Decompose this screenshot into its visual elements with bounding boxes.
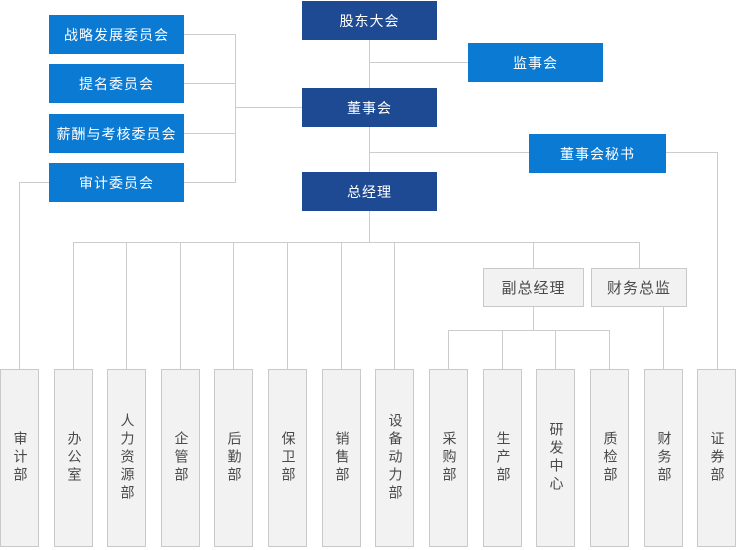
- connector-drop-quality: [609, 330, 610, 369]
- connector-drop-hr: [126, 242, 127, 369]
- connector-shareholders-to-board: [369, 40, 370, 88]
- connector-audit-committee-down: [19, 182, 20, 369]
- connector-drop-office: [73, 242, 74, 369]
- connector-committee-2: [184, 83, 235, 84]
- node-dept-office: 办公室: [54, 369, 93, 547]
- node-dept-enterprise-mgmt: 企管部: [161, 369, 200, 547]
- connector-drop-deputy-gm: [533, 242, 534, 268]
- node-dept-audit: 审计部: [0, 369, 39, 547]
- node-dept-rnd-center: 研发中心: [536, 369, 575, 547]
- connector-drop-sales: [341, 242, 342, 369]
- node-dept-sales: 销售部: [322, 369, 361, 547]
- connector-deputy-gm-stem: [533, 307, 534, 330]
- connector-to-board-secretary: [369, 152, 529, 153]
- node-committee-audit: 审计委员会: [49, 163, 184, 202]
- connector-drop-production: [502, 330, 503, 369]
- connector-to-supervisory-board: [369, 62, 468, 63]
- connector-committee-3: [184, 133, 235, 134]
- node-cfo: 财务总监: [591, 268, 687, 307]
- connector-audit-committee-left: [19, 182, 49, 183]
- node-dept-logistics: 后勤部: [214, 369, 253, 547]
- connector-gm-stem: [369, 211, 370, 242]
- connector-secretary-right: [666, 152, 718, 153]
- node-committee-nomination: 提名委员会: [49, 64, 184, 103]
- node-dept-finance: 财务部: [644, 369, 683, 547]
- connector-drop-procurement: [448, 330, 449, 369]
- connector-committees-trunk: [235, 34, 236, 183]
- node-committee-strategy-development: 战略发展委员会: [49, 15, 184, 54]
- node-dept-securities: 证券部: [697, 369, 736, 547]
- node-dept-procurement: 采购部: [429, 369, 468, 547]
- node-dept-equipment-power: 设备动力部: [375, 369, 414, 547]
- node-general-manager: 总经理: [302, 172, 437, 211]
- connector-committee-4: [184, 182, 235, 183]
- node-dept-security: 保卫部: [268, 369, 307, 547]
- connector-cfo-to-finance: [663, 307, 664, 369]
- node-deputy-general-manager: 副总经理: [483, 268, 584, 307]
- connector-committee-1: [184, 34, 235, 35]
- node-dept-quality-inspection: 质检部: [590, 369, 629, 547]
- connector-drop-rnd: [555, 330, 556, 369]
- connector-secretary-to-securities: [717, 152, 718, 369]
- node-board-of-directors: 董事会: [302, 88, 437, 127]
- connector-drop-cfo: [639, 242, 640, 268]
- node-dept-human-resources: 人力资源部: [107, 369, 146, 547]
- node-supervisory-board: 监事会: [468, 43, 603, 82]
- node-board-secretary: 董事会秘书: [529, 134, 666, 173]
- connector-board-to-gm: [369, 127, 370, 172]
- connector-drop-equipment: [394, 242, 395, 369]
- connector-deputy-distribution: [448, 330, 610, 331]
- connector-drop-enterprise: [180, 242, 181, 369]
- connector-drop-logistics: [233, 242, 234, 369]
- node-dept-production: 生产部: [483, 369, 522, 547]
- node-shareholders-meeting: 股东大会: [302, 1, 437, 40]
- node-committee-remuneration-appraisal: 薪酬与考核委员会: [49, 114, 184, 153]
- connector-drop-security: [287, 242, 288, 369]
- connector-main-distribution: [73, 242, 640, 243]
- connector-committees-to-board: [235, 107, 302, 108]
